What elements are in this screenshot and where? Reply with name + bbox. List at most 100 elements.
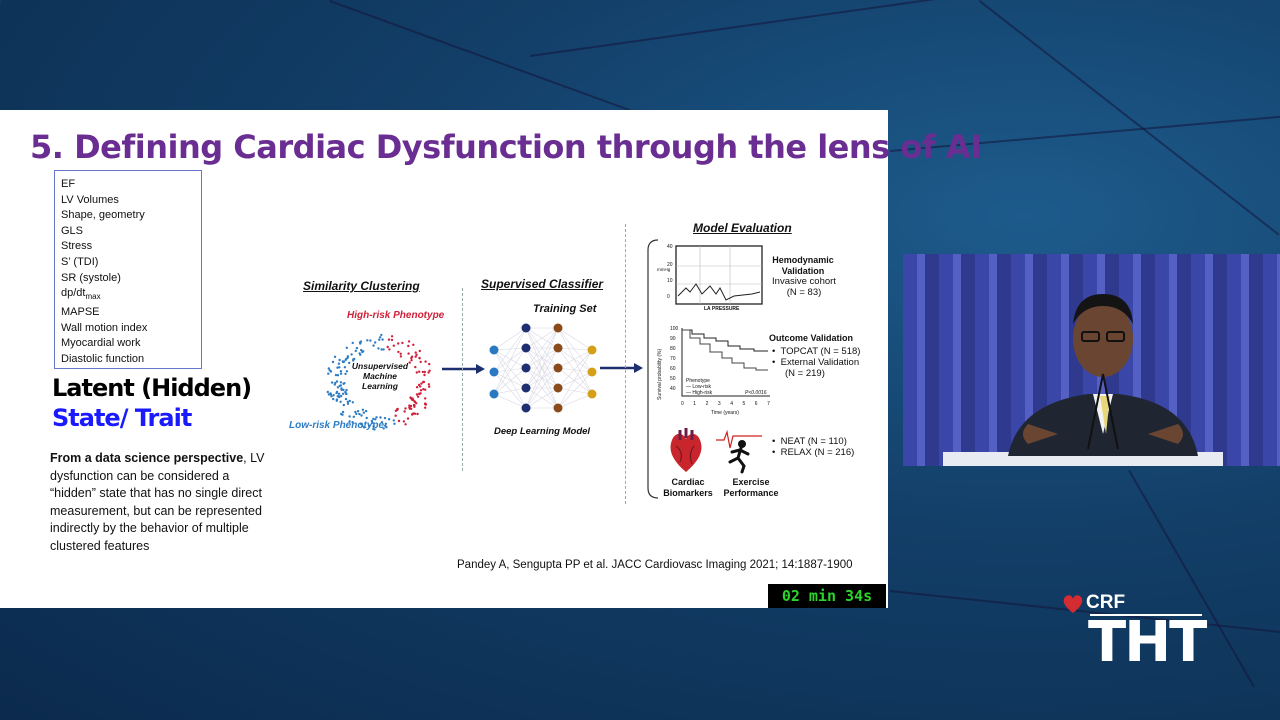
cluster-dot xyxy=(386,345,389,349)
km-ytick: 40 xyxy=(670,386,676,392)
nn-connection xyxy=(557,349,593,389)
km-pvalue: P<0.0016 xyxy=(745,390,767,396)
cluster-dot xyxy=(362,411,365,414)
cluster-dot xyxy=(379,336,382,339)
cluster-dot xyxy=(340,388,343,391)
nn-connection xyxy=(493,387,527,395)
km-xtick: 4 xyxy=(730,401,733,407)
cluster-dot xyxy=(418,392,421,395)
cluster-dot xyxy=(360,348,363,352)
divider xyxy=(625,224,626,504)
bracket xyxy=(647,239,659,499)
cluster-dot xyxy=(336,395,339,398)
cluster-dot xyxy=(382,427,385,430)
cluster-dot xyxy=(338,366,341,369)
km-legend-label: Low-risk xyxy=(692,384,712,390)
cluster-dot xyxy=(387,418,391,421)
cluster-dot xyxy=(410,359,413,362)
nn-connection xyxy=(493,327,527,351)
nn-connection xyxy=(557,349,593,409)
cluster-dot xyxy=(351,401,354,404)
nn-connection xyxy=(525,327,559,369)
cluster-dot xyxy=(409,404,413,408)
cluster-dot xyxy=(371,421,374,424)
cluster-dot xyxy=(424,360,427,363)
nn-connection xyxy=(557,371,593,389)
cluster-dot xyxy=(335,390,339,394)
cluster-dot xyxy=(390,338,394,342)
unsupervised-line: Learning xyxy=(362,381,398,391)
km-ytick: 60 xyxy=(670,366,676,372)
cluster-dot xyxy=(404,423,407,426)
hemo-line: (N = 83) xyxy=(786,287,822,298)
cluster-dot xyxy=(399,355,403,358)
nn-connection xyxy=(493,347,527,373)
km-xtick: 3 xyxy=(717,401,721,407)
cluster-dot xyxy=(334,381,337,385)
cluster-dot xyxy=(342,403,345,407)
nn-connection xyxy=(557,347,593,373)
la-pressure-label: LA PRESSURE xyxy=(704,306,740,312)
nn-node xyxy=(521,403,531,413)
nn-node xyxy=(553,363,563,373)
cluster-dot xyxy=(422,388,425,391)
countdown-timer: 02 min 34s xyxy=(768,584,886,608)
cluster-dot xyxy=(402,420,406,423)
latent-heading: Latent (Hidden) xyxy=(52,374,252,402)
cluster-dot xyxy=(346,402,350,405)
feature-subscript: max xyxy=(85,292,101,302)
cluster-dot xyxy=(399,352,402,355)
cluster-dot xyxy=(342,388,345,392)
cluster-dot xyxy=(407,340,411,343)
arrow-2 xyxy=(600,363,643,373)
nn-connection xyxy=(557,393,593,409)
cluster-dot xyxy=(421,370,425,374)
nn-connection xyxy=(525,347,559,409)
cluster-dot xyxy=(358,412,361,416)
cluster-dot xyxy=(415,386,419,389)
cluster-dot xyxy=(410,356,413,360)
km-legend-label: High-risk xyxy=(692,390,713,396)
cluster-dot xyxy=(384,422,388,425)
exercise-line: Exercise xyxy=(732,477,770,487)
km-legend: Phenotype — Low-risk — High-risk xyxy=(686,378,712,396)
cluster-dot xyxy=(339,372,343,375)
feature-item-dpdt: dp/dtmax xyxy=(55,286,201,305)
outcome-text: TOPCAT (N = 518) xyxy=(780,346,861,357)
similarity-clustering-label: Similarity Clustering xyxy=(303,279,420,293)
cluster-dot xyxy=(380,333,383,337)
cluster-dot xyxy=(374,418,377,421)
cluster-dot xyxy=(361,424,364,428)
nn-node xyxy=(553,403,563,413)
trial-text: NEAT (N = 110) xyxy=(780,436,847,447)
cluster-dot xyxy=(392,344,395,347)
hemo-ytick: 0 xyxy=(667,294,670,300)
cluster-dot xyxy=(334,373,338,377)
cluster-dot xyxy=(341,360,345,363)
slide-title: 5. Defining Cardiac Dysfunction through … xyxy=(30,128,982,166)
feature-item: SR (systole) xyxy=(61,271,121,284)
cluster-dot xyxy=(345,370,349,373)
feature-item: MAPSE xyxy=(61,305,100,318)
cluster-dot xyxy=(412,343,415,346)
nn-node xyxy=(587,367,597,377)
feature-list-box: EF LV Volumes Shape, geometry GLS Stress… xyxy=(54,170,202,369)
nn-connection xyxy=(525,327,559,409)
km-xtick: 6 xyxy=(754,401,758,407)
cluster-dot xyxy=(420,382,423,385)
nn-connection xyxy=(493,371,527,389)
cluster-dot xyxy=(427,371,430,374)
cluster-dot xyxy=(424,388,427,391)
nn-connection xyxy=(557,367,593,373)
latent-subheading: State/ Trait xyxy=(52,404,192,432)
cluster-dot xyxy=(336,374,340,377)
cluster-dot xyxy=(414,355,417,358)
km-xtick: 0 xyxy=(681,401,684,407)
tht-text: THT xyxy=(1088,610,1207,675)
km-legend-item: — Low-risk xyxy=(686,384,712,390)
cluster-dots xyxy=(326,333,431,431)
cluster-dot xyxy=(397,350,400,354)
cluster-dot xyxy=(351,341,354,345)
nn-connection xyxy=(493,367,527,395)
hemo-line: Hemodynamic xyxy=(772,255,834,265)
